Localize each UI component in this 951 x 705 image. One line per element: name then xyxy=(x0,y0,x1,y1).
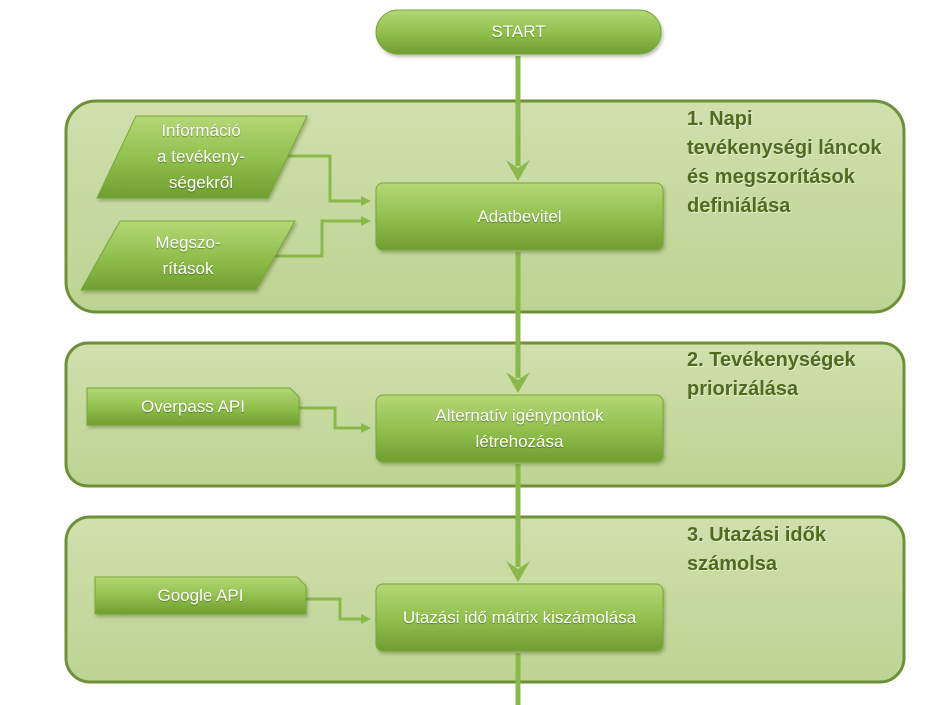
input-activity-info[interactable] xyxy=(96,115,308,199)
input-overpass-api[interactable] xyxy=(86,387,300,426)
stage-3-title-line-1: 3. Utazási idők xyxy=(687,524,826,546)
connector-info-to-entry xyxy=(285,154,371,206)
stage-3-title-line-2: számolsa xyxy=(687,553,778,575)
stage-2-title: 2. Tevékenységek priorizálása xyxy=(687,346,937,404)
connector-constraints-to-entry xyxy=(270,216,371,258)
process-travel-matrix[interactable] xyxy=(375,583,664,652)
process-alt-points[interactable] xyxy=(375,394,664,463)
stage-2-title-line-2: priorizálása xyxy=(687,378,799,400)
stage-1-title-line-1: 1. Napi xyxy=(687,108,753,130)
arrowhead-alt xyxy=(506,372,530,393)
input-constraints[interactable] xyxy=(80,220,296,291)
stage-1-title-line-2: tevékenységi láncok xyxy=(687,137,882,159)
main-flow-arrowheads xyxy=(506,160,530,582)
stage-3-title: 3. Utazási idők számolsa xyxy=(687,521,937,579)
stage-1-title: 1. Napi tevékenységi láncok és megszorít… xyxy=(687,105,937,221)
arrowhead-entry xyxy=(506,160,530,181)
stage-1-title-line-4: definiálása xyxy=(687,195,791,217)
arrowhead-matrix xyxy=(506,561,530,582)
process-data-entry[interactable] xyxy=(375,182,664,251)
connector-google-to-matrix xyxy=(306,597,371,624)
start-terminator[interactable] xyxy=(375,9,662,55)
connector-overpass-to-alt xyxy=(299,406,371,433)
input-google-api[interactable] xyxy=(94,576,307,615)
stage-1-title-line-3: és megszorítások xyxy=(687,166,855,188)
side-connectors xyxy=(270,154,371,624)
stage-2-title-line-1: 2. Tevékenységek xyxy=(687,349,856,371)
